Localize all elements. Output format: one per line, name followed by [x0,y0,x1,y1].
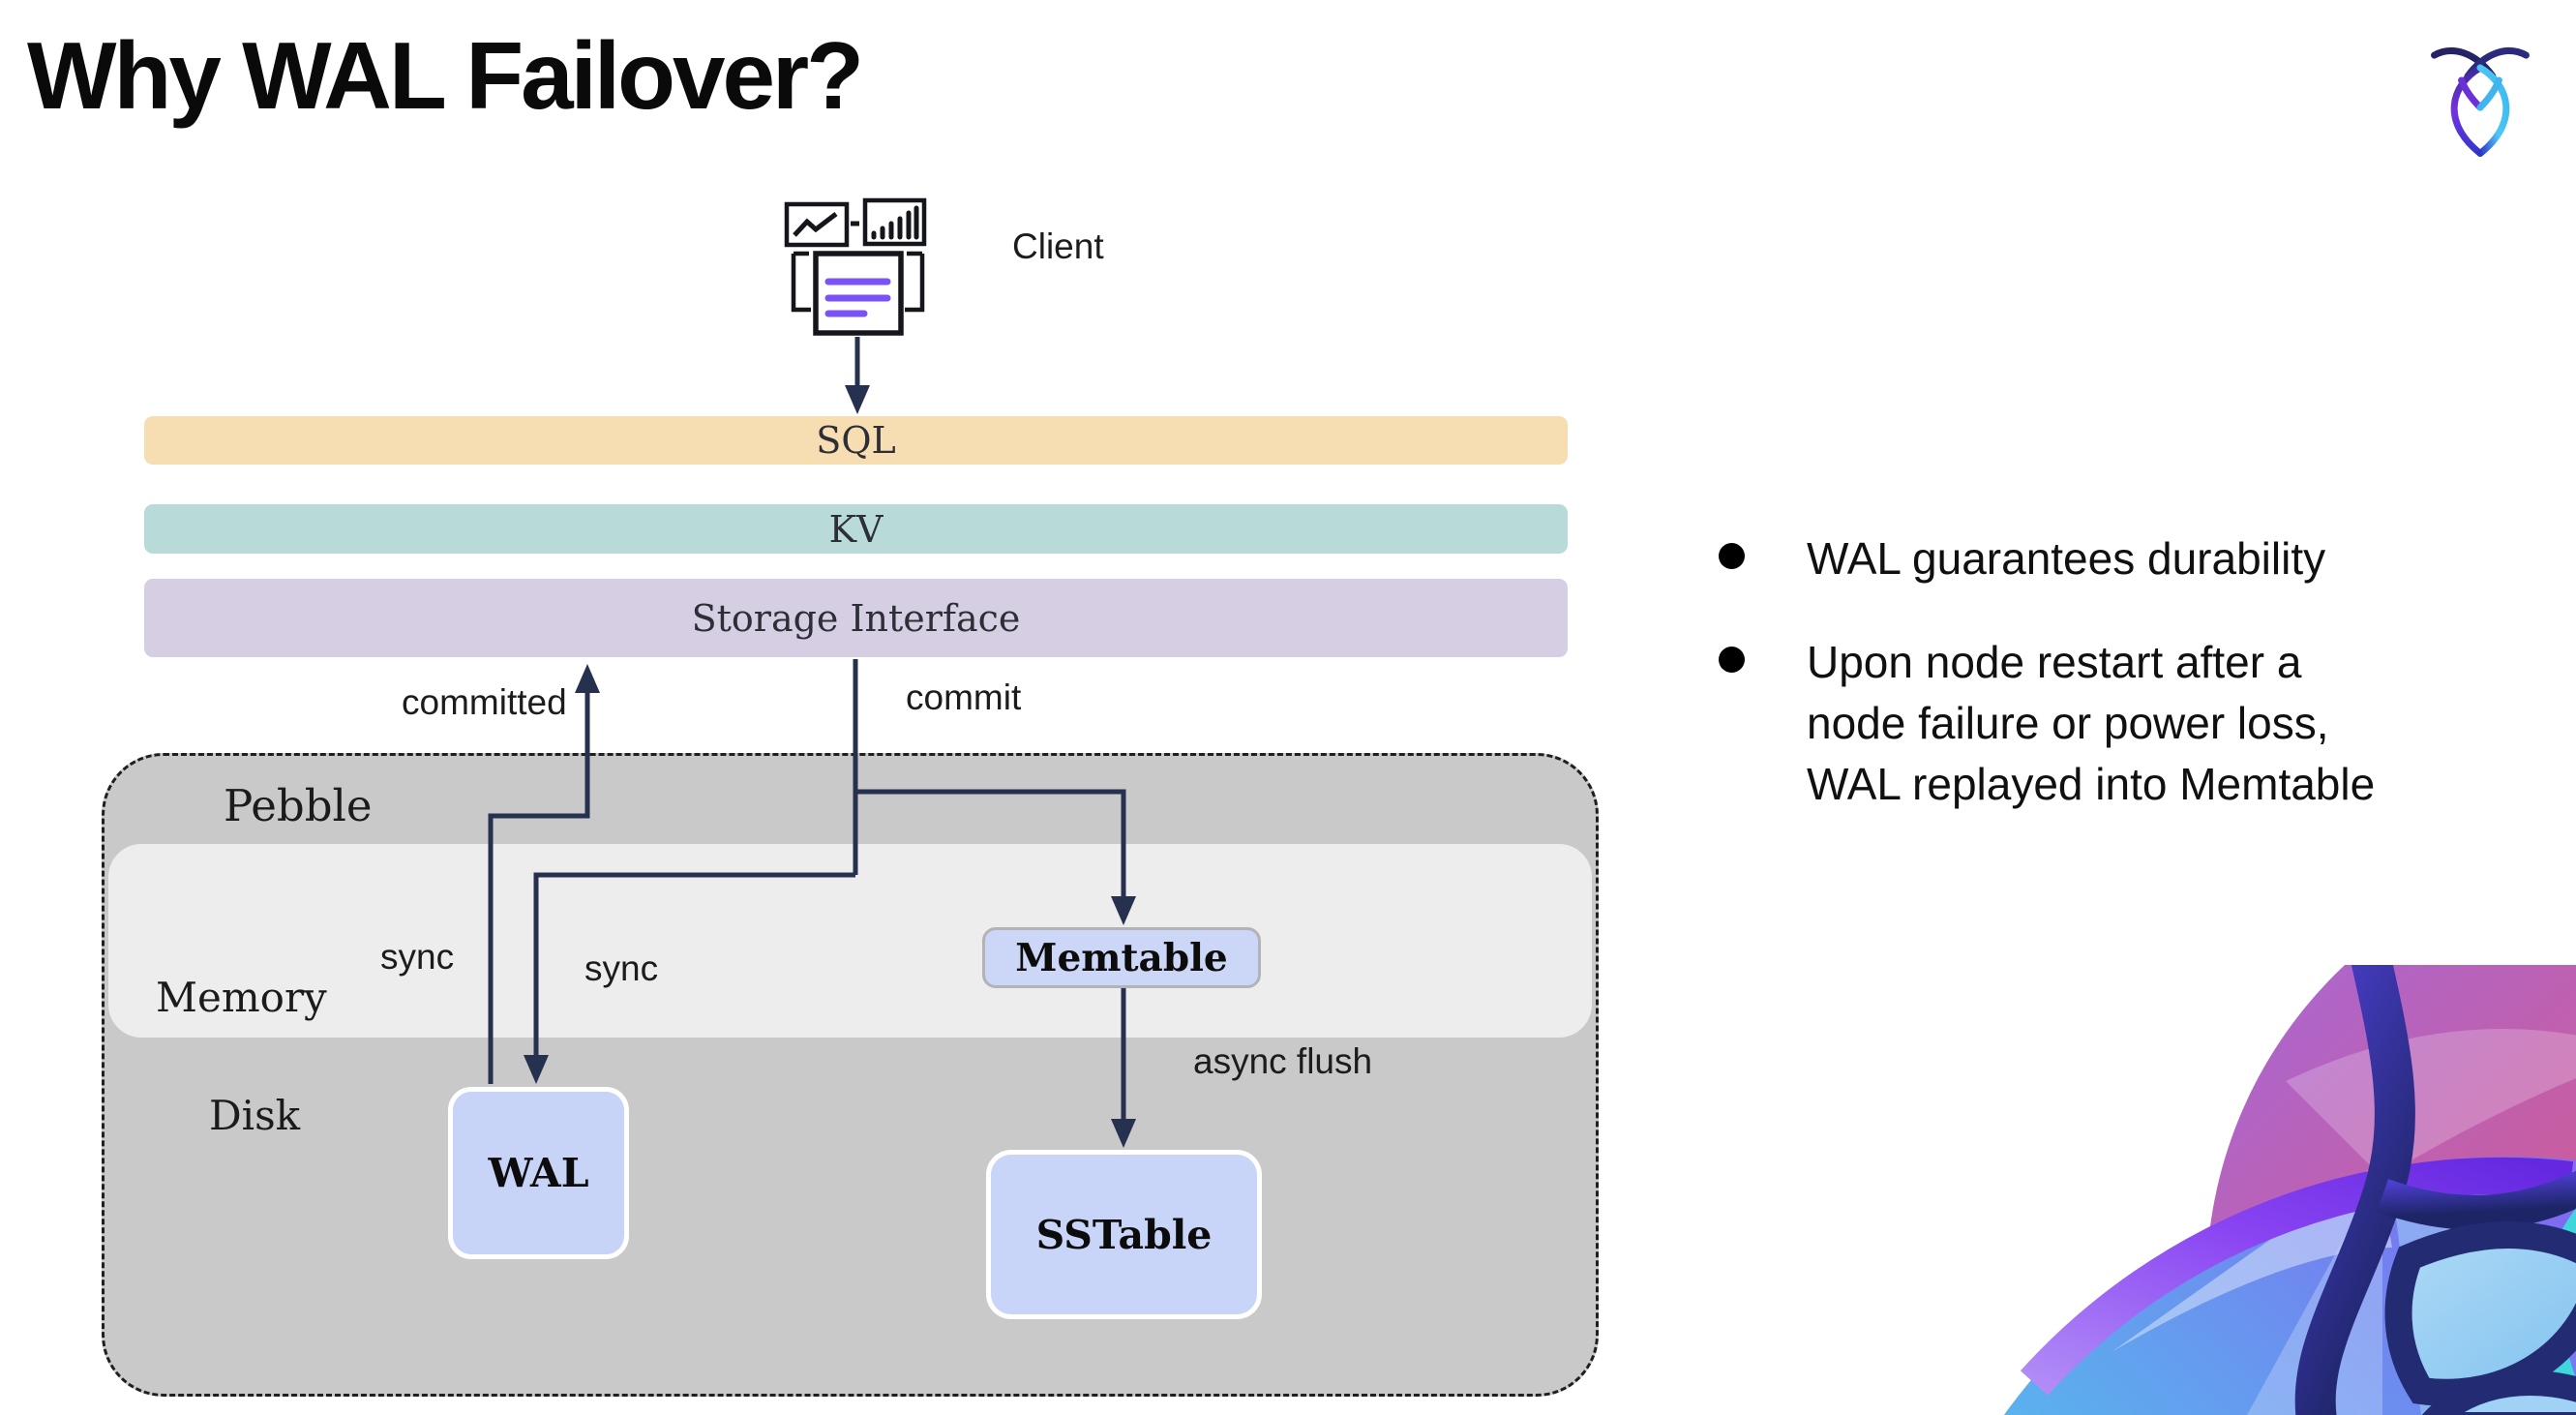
memtable-box: Memtable [982,927,1261,988]
bullet-text: Upon node restart after a node failure o… [1807,637,2376,810]
pebble-label: Pebble [224,780,373,831]
sstable-box: SSTable [986,1150,1262,1319]
storage-interface-layer-bar: Storage Interface [144,579,1568,657]
async-flush-edge-label: async flush [1193,1041,1373,1081]
wal-box: WAL [448,1087,629,1259]
bullet-list: WAL guarantees durability Upon node rest… [1706,528,2500,858]
bullet-dot-icon [1719,647,1745,674]
memory-label: Memory [156,974,327,1021]
sync-right-edge-label: sync [584,948,659,988]
committed-edge-label: committed [402,682,567,722]
bullet-item: WAL guarantees durability [1706,528,2500,589]
memory-band [108,844,1592,1038]
sql-layer-bar: SQL [144,416,1568,465]
client-document-lines [824,278,891,317]
page-title: Why WAL Failover? [27,22,864,129]
kv-layer-bar: KV [144,504,1568,554]
bullet-dot-icon [1719,543,1745,569]
sync-left-edge-label: sync [380,937,455,977]
client-icon [784,197,927,336]
disk-label: Disk [209,1092,301,1139]
client-label: Client [1012,226,1104,266]
brand-artwork [1966,965,2576,1415]
cockroachdb-logo-icon [2427,41,2533,161]
commit-edge-label: commit [906,677,1022,717]
bullet-text: WAL guarantees durability [1807,533,2326,584]
bullet-item: Upon node restart after a node failure o… [1706,632,2500,815]
